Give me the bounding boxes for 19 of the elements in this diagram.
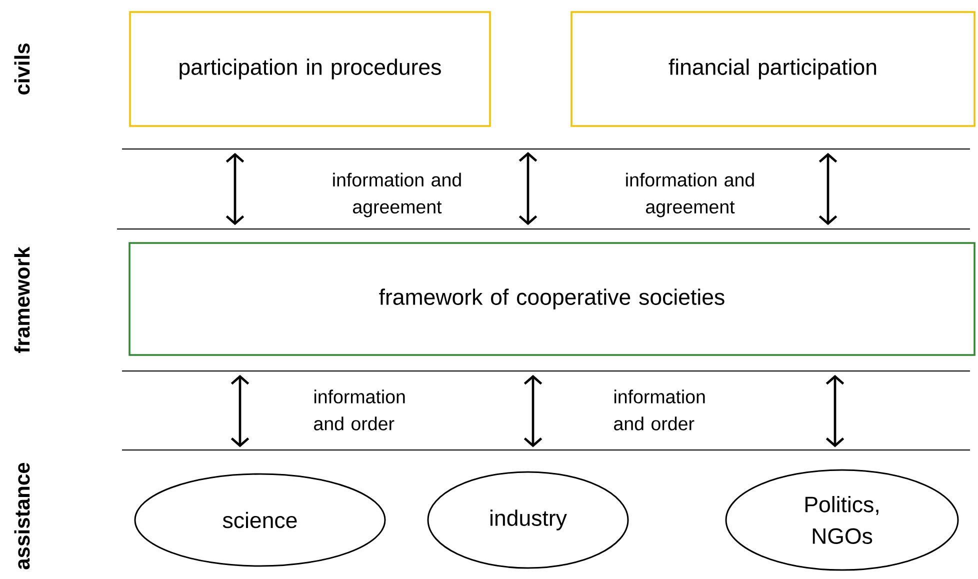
process-box: framework of cooperative societies <box>128 242 976 356</box>
double-arrow <box>524 374 542 448</box>
row-label: civils <box>14 44 30 95</box>
double-arrow <box>826 374 844 448</box>
process-box: financial participation <box>570 11 976 127</box>
double-arrow <box>230 374 250 448</box>
process-box: participation in procedures <box>129 11 491 127</box>
double-arrow <box>818 152 838 226</box>
ellipse-node: industry <box>427 471 629 569</box>
double-arrow <box>518 152 538 226</box>
double-arrow <box>226 152 244 226</box>
flow-label: information and order <box>314 390 405 430</box>
flow-label: information and agreement <box>333 172 461 218</box>
flow-label: information and agreement <box>626 172 754 218</box>
row-label: assistance <box>14 462 30 570</box>
ellipse-node: Politics, NGOs <box>725 469 959 571</box>
flow-label: information and order <box>614 390 705 430</box>
row-label: framework <box>14 246 30 353</box>
ellipse-node: science <box>134 473 386 567</box>
